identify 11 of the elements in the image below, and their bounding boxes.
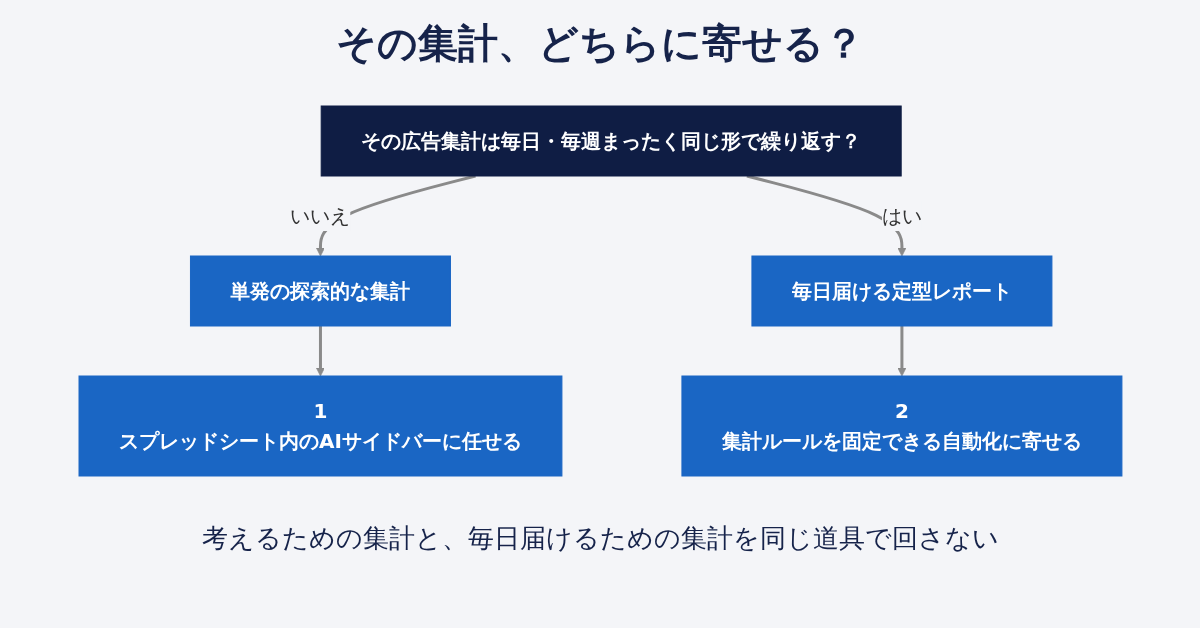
diagram-title: その集計、どちらに寄せる？ — [335, 19, 865, 68]
node-box: 毎日届ける定型レポート — [750, 255, 1052, 327]
arrow — [315, 326, 325, 377]
edge-label: はい — [881, 204, 922, 228]
node-box: 2 集計ルールを固定できる自動化に寄せる — [680, 375, 1122, 477]
arrow — [897, 326, 906, 377]
edge-label: いいえ — [289, 204, 350, 228]
node-box: 単発の探索的な集計 — [189, 255, 451, 327]
diagram-caption: 考えるための集計と、毎日届けるための集計を同じ道具で回さない — [200, 522, 1000, 555]
node-box: その広告集計は毎日・毎週まったく同じ形で繰り返す？ — [320, 105, 902, 177]
node-box: 1 スプレッドシート内のAIサイドバーに任せる — [78, 375, 562, 477]
